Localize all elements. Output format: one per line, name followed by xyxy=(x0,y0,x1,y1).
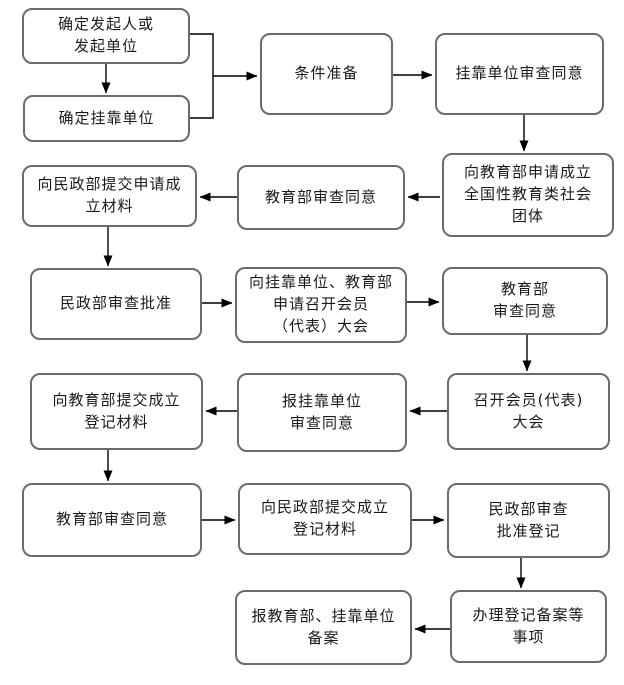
node-report-filing: 报教育部、挂靠单位 备案 xyxy=(235,590,412,665)
node-handle-filing: 办理登记备案等 事项 xyxy=(450,590,607,663)
node-moe-review-1: 教育部审查同意 xyxy=(237,165,405,230)
node-apply-congress: 向挂靠单位、教育部 申请召开会员 （代表）大会 xyxy=(235,267,407,343)
node-determine-affiliation: 确定挂靠单位 xyxy=(23,95,190,142)
node-mca-approve-registration: 民政部审查 批准登记 xyxy=(447,483,610,558)
node-apply-moe: 向教育部申请成立 全国性教育类社会 团体 xyxy=(442,153,614,237)
node-affiliation-review: 挂靠单位审查同意 xyxy=(435,33,604,115)
node-prepare-conditions: 条件准备 xyxy=(260,33,393,115)
edge-merge-bracket xyxy=(190,33,214,119)
node-submit-moe-registration: 向教育部提交成立 登记材料 xyxy=(30,373,203,450)
node-mca-approval: 民政部审查批准 xyxy=(30,268,202,340)
node-moe-review-2: 教育部 审查同意 xyxy=(442,267,608,335)
node-hold-congress: 召开会员(代表) 大会 xyxy=(447,373,610,450)
node-determine-initiator: 确定发起人或 发起单位 xyxy=(22,8,190,64)
node-submit-mca-registration: 向民政部提交成立 登记材料 xyxy=(238,483,412,555)
node-report-affiliation-review: 报挂靠单位 审查同意 xyxy=(237,373,407,452)
node-submit-mca-application: 向民政部提交申请成 立材料 xyxy=(22,165,197,227)
node-moe-review-3: 教育部审查同意 xyxy=(22,483,202,557)
